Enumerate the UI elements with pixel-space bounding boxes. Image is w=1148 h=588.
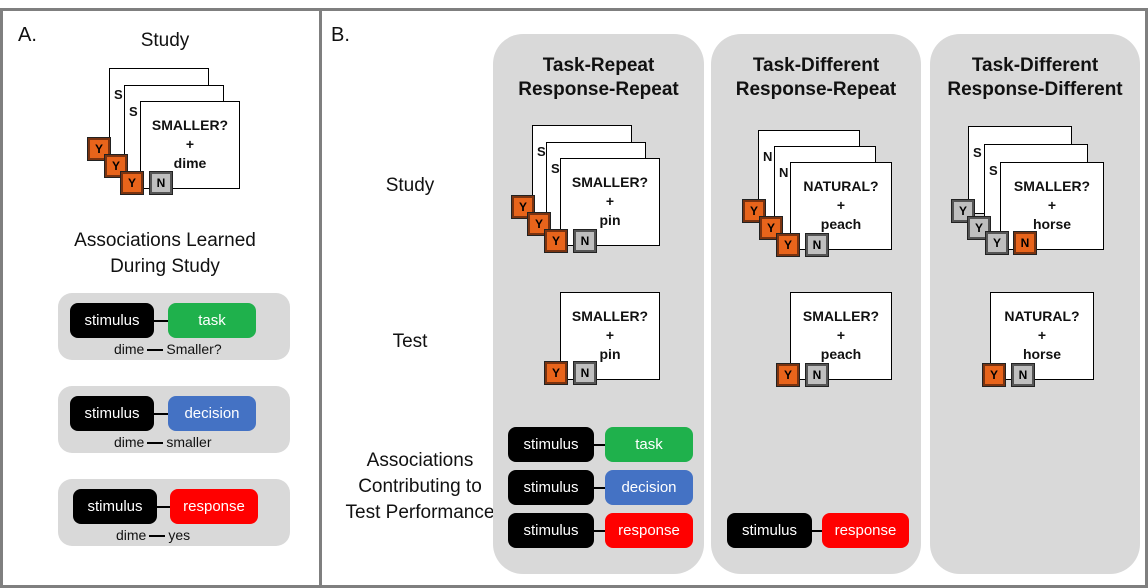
yes-key: Y [544, 229, 568, 253]
yes-key: Y [87, 137, 111, 161]
no-key: Y [985, 231, 1009, 255]
no-key: N [1011, 363, 1035, 387]
yes-key: Y [759, 216, 783, 240]
decision-box: decision [605, 470, 693, 505]
connector-line [812, 530, 822, 532]
panel-b-label: B. [331, 24, 350, 46]
panel-b [319, 8, 1148, 588]
connector-line [157, 506, 171, 508]
row-label-test: Test [392, 331, 428, 352]
card-plus: + [185, 136, 195, 152]
card-word: dime [173, 155, 207, 171]
connector-line [594, 530, 605, 532]
task-box: task [168, 303, 256, 338]
stimulus-box: stimulus [73, 489, 157, 524]
row-label-study: Study [385, 175, 435, 196]
decision-box: decision [168, 396, 256, 431]
response-box: response [822, 513, 909, 548]
panel-a-study-title: Study [140, 30, 190, 51]
no-key: N [805, 363, 829, 387]
connector-line [154, 320, 168, 322]
no-key: N [573, 229, 597, 253]
yes-key: Y [776, 363, 800, 387]
row-label-associations: Associations Contributing to Test Perfor… [345, 450, 495, 523]
no-key: Y [967, 216, 991, 240]
task-box: task [605, 427, 693, 462]
yes-key: Y [120, 171, 144, 195]
card-question: SMALLER? [151, 117, 229, 133]
yes-key: Y [982, 363, 1006, 387]
response-box: response [605, 513, 693, 548]
stimulus-box: stimulus [727, 513, 812, 548]
yes-key: Y [511, 195, 535, 219]
connector-line [594, 444, 605, 446]
stimulus-box: stimulus [508, 427, 594, 462]
study-card-front: SMALLER? + dime [140, 101, 240, 189]
test-card: NATURAL? + horse [990, 292, 1094, 380]
no-key: Y [951, 199, 975, 223]
yes-key: Y [527, 212, 551, 236]
stimulus-box: stimulus [508, 513, 594, 548]
connector-line [154, 413, 168, 415]
yes-key: Y [104, 154, 128, 178]
yes-key: Y [544, 361, 568, 385]
yes-key: N [1013, 231, 1037, 255]
yes-key: Y [742, 199, 766, 223]
connector-line [594, 487, 605, 489]
response-box: response [170, 489, 258, 524]
no-key: N [149, 171, 173, 195]
stimulus-box: stimulus [70, 303, 154, 338]
yes-key: Y [776, 233, 800, 257]
no-key: N [805, 233, 829, 257]
panel-a-label: A. [18, 24, 37, 46]
panel-a-assoc-title: Associations Learned During Study [74, 230, 256, 277]
no-key: N [573, 361, 597, 385]
stimulus-box: stimulus [70, 396, 154, 431]
stimulus-box: stimulus [508, 470, 594, 505]
